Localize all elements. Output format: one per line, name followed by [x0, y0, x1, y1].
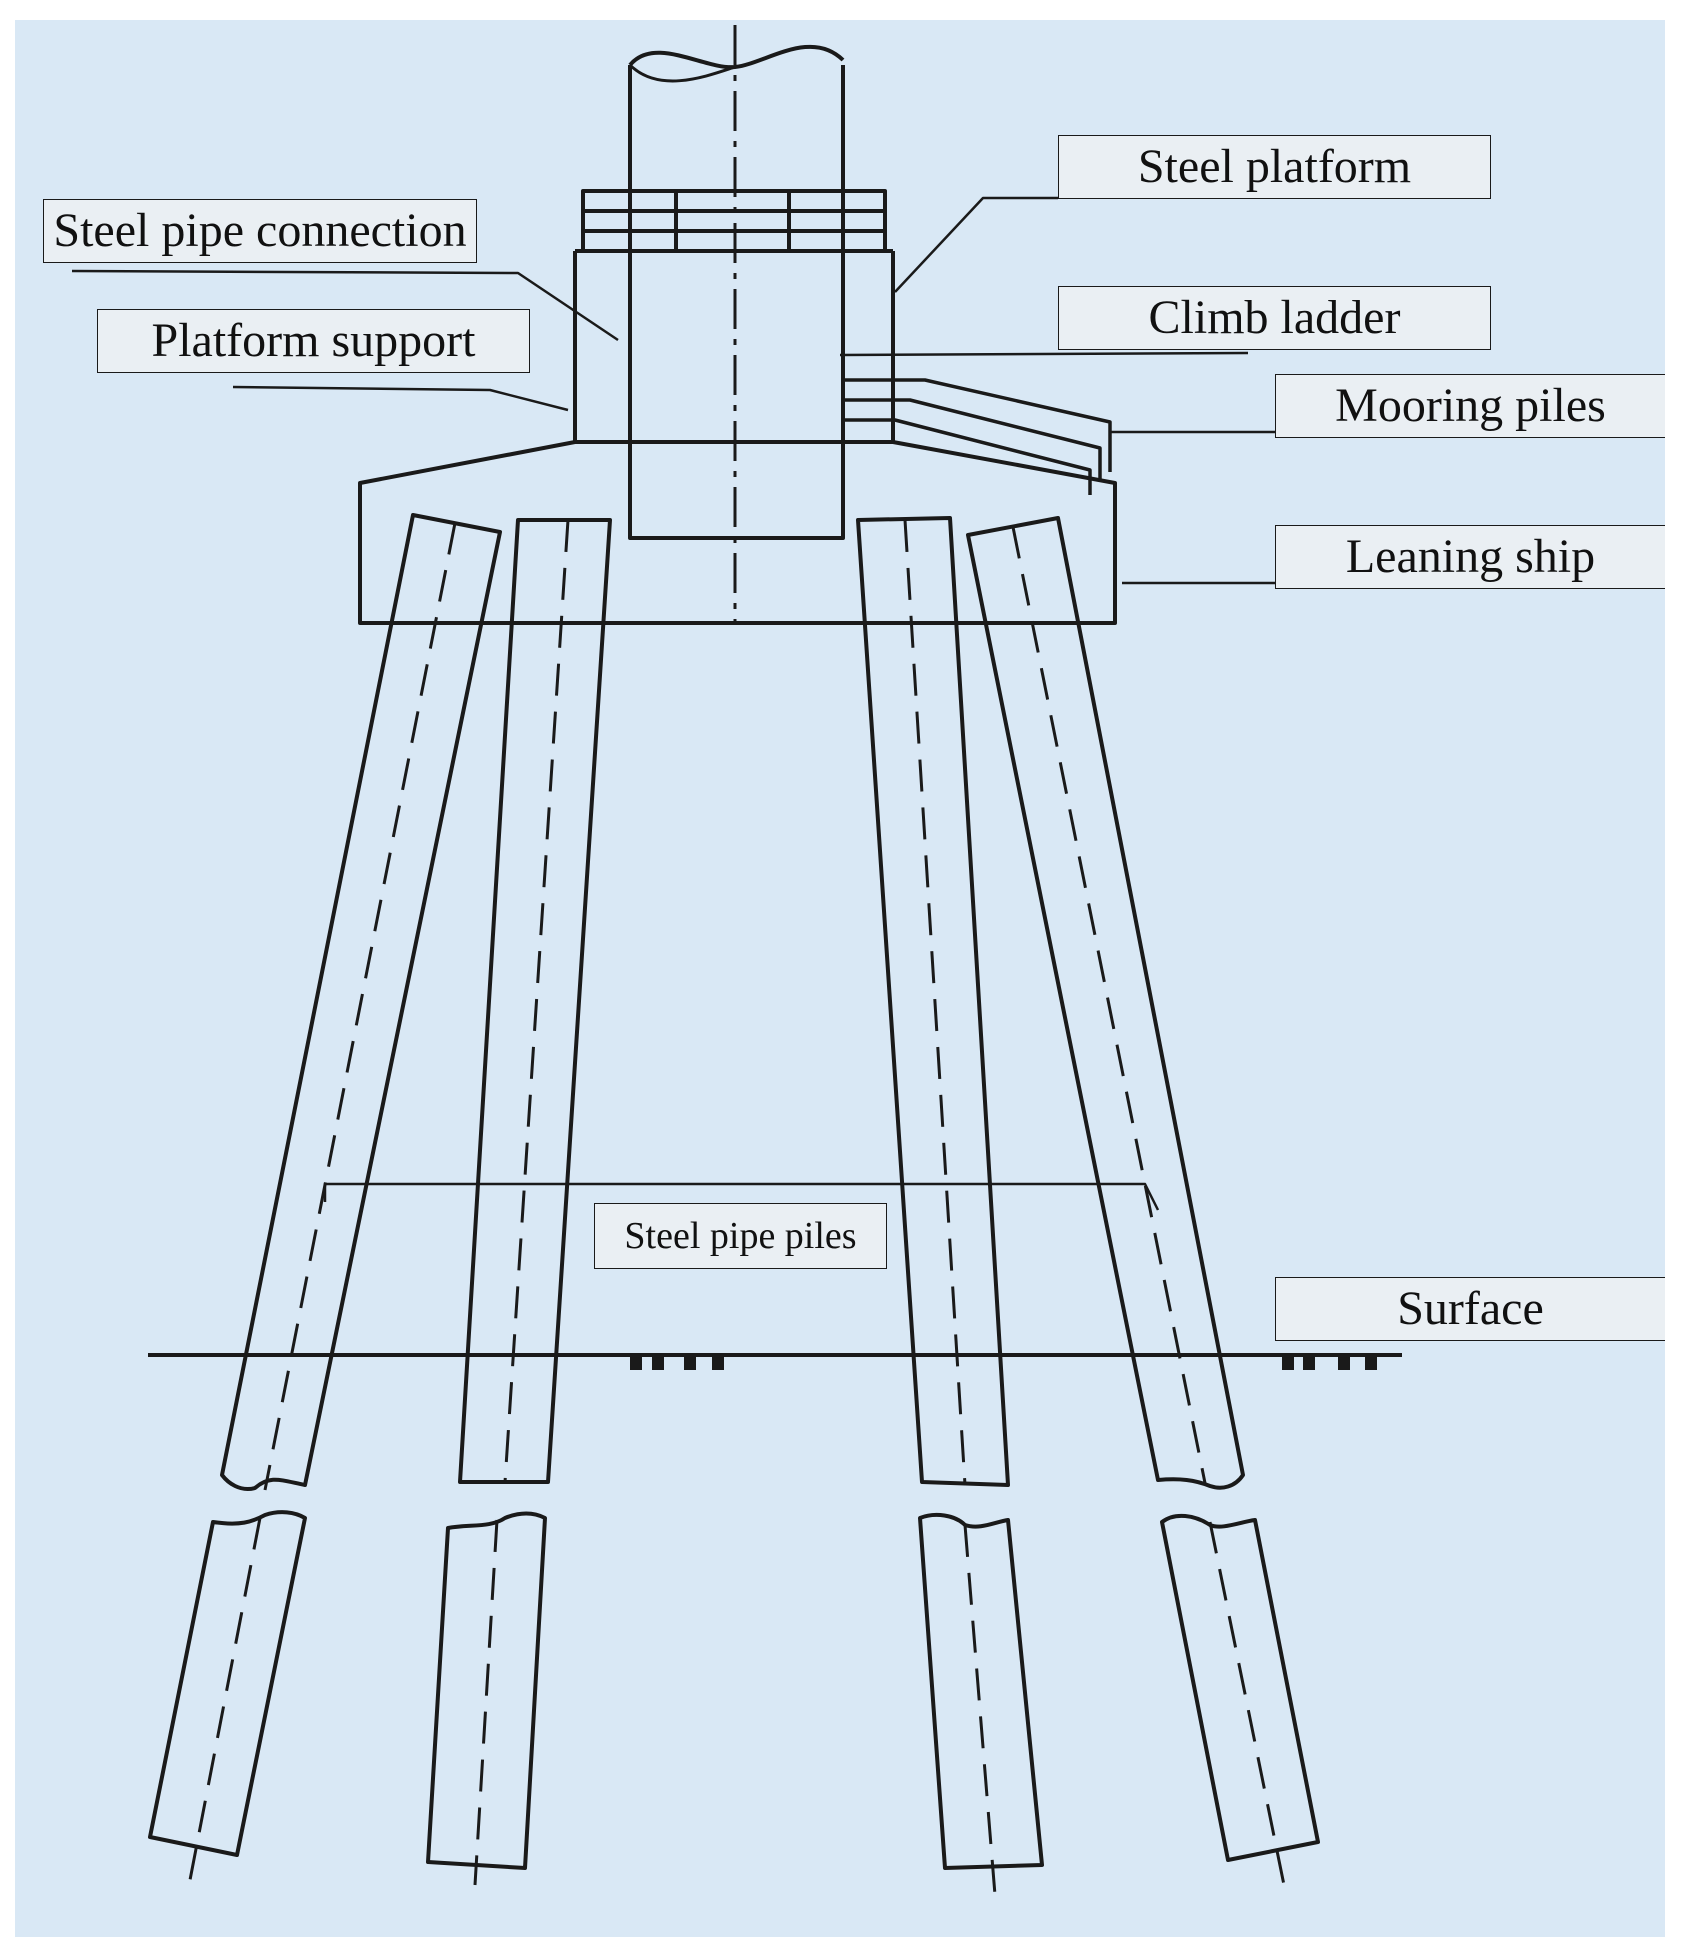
label-platform-support: Platform support: [97, 309, 530, 373]
central-steel-column: [628, 25, 845, 625]
label-steel-platform: Steel platform: [1058, 135, 1491, 199]
steel-pipe-pile-upper-4: [966, 516, 1245, 1490]
steel-pipe-pile-upper-3: [856, 516, 1010, 1487]
leader-steel-pipe-piles: [323, 1182, 1160, 1211]
pile-cap: [358, 440, 1117, 625]
steel-pipe-pile-lower-3: [918, 1512, 1044, 1896]
seabed-hatch-marks: [630, 1357, 1377, 1370]
label-steel-pipe-connection: Steel pipe connection: [43, 199, 477, 263]
steel-pipe-pile-upper-1: [220, 513, 502, 1491]
label-surface: Surface: [1275, 1277, 1665, 1341]
steel-pipe-pile-upper-2: [458, 518, 612, 1484]
label-climb-ladder: Climb ladder: [1058, 286, 1491, 350]
mooring-pile-bars: [843, 378, 1112, 495]
steel-pipe-pile-lower-4: [1160, 1513, 1320, 1891]
leader-steel-platform: [894, 196, 1058, 293]
leader-lines: [71, 196, 1275, 1211]
leader-platform-support: [232, 385, 569, 412]
steel-pipe-pile-lower-1: [148, 1510, 307, 1881]
label-leaning-ship: Leaning ship: [1275, 525, 1665, 589]
label-steel-pipe-piles: Steel pipe piles: [594, 1203, 887, 1269]
leader-climb-ladder: [839, 351, 1249, 357]
platform-support-frame: [573, 249, 895, 442]
label-mooring-piles: Mooring piles: [1275, 374, 1665, 438]
steel-pipe-pile-lower-2: [426, 1511, 547, 1886]
leader-steel-pipe-connection: [71, 269, 619, 342]
